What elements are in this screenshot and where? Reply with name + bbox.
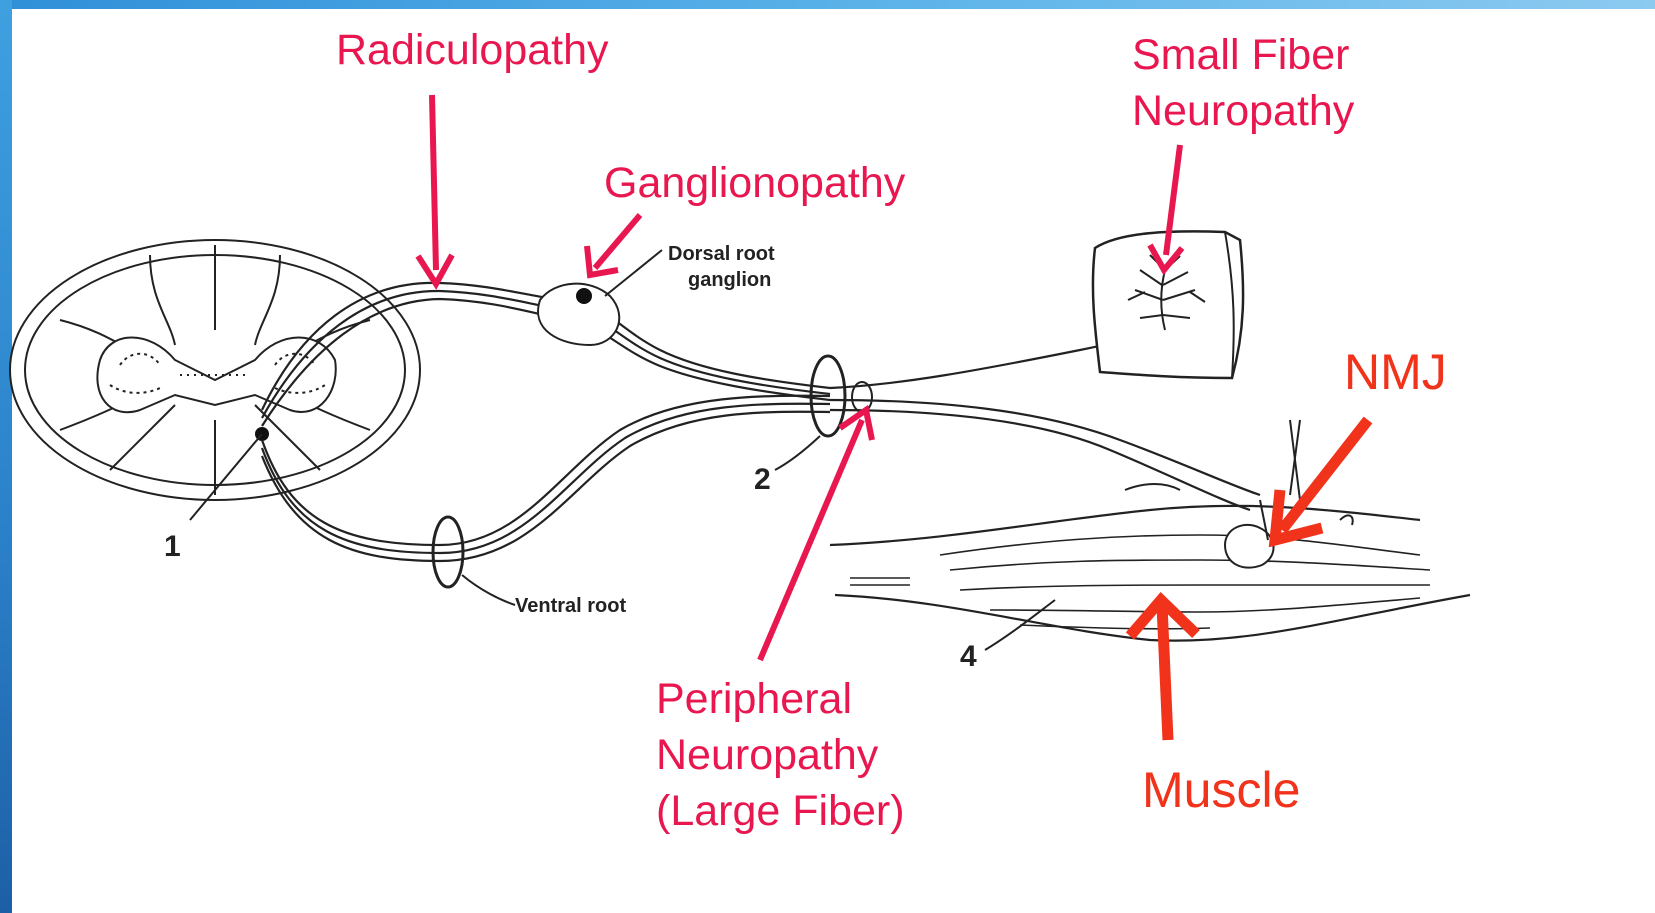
label-peripheral-line2: Neuropathy — [656, 727, 878, 784]
label-ventral-root: Ventral root — [515, 594, 626, 618]
label-peripheral-line1: Peripheral — [656, 671, 852, 728]
label-radiculopathy: Radiculopathy — [336, 22, 609, 79]
arrow-radiculopathy — [418, 95, 452, 284]
label-ganglionopathy: Ganglionopathy — [604, 155, 905, 212]
label-nmj: NMJ — [1344, 342, 1447, 402]
label-number-4: 4 — [960, 640, 977, 674]
label-muscle: Muscle — [1142, 760, 1300, 820]
arrow-nmj — [1275, 420, 1368, 540]
label-dorsal-root-line2: ganglion — [688, 268, 771, 292]
label-number-1: 1 — [164, 530, 181, 564]
muscle-fibers — [830, 506, 1470, 650]
label-number-2: 2 — [754, 463, 771, 497]
arrow-muscle — [1130, 600, 1196, 740]
neuromuscular-junction — [1125, 420, 1353, 568]
spinal-cord-cross-section — [10, 240, 420, 500]
arrow-small-fiber — [1150, 145, 1182, 270]
arrow-peripheral-neuropathy — [760, 410, 872, 660]
label-small-fiber-line2: Neuropathy — [1132, 83, 1354, 140]
label-peripheral-line3: (Large Fiber) — [656, 783, 905, 840]
label-dorsal-root-line1: Dorsal root — [668, 242, 775, 266]
label-small-fiber-line1: Small Fiber — [1132, 27, 1349, 84]
arrow-ganglionopathy — [587, 215, 640, 275]
